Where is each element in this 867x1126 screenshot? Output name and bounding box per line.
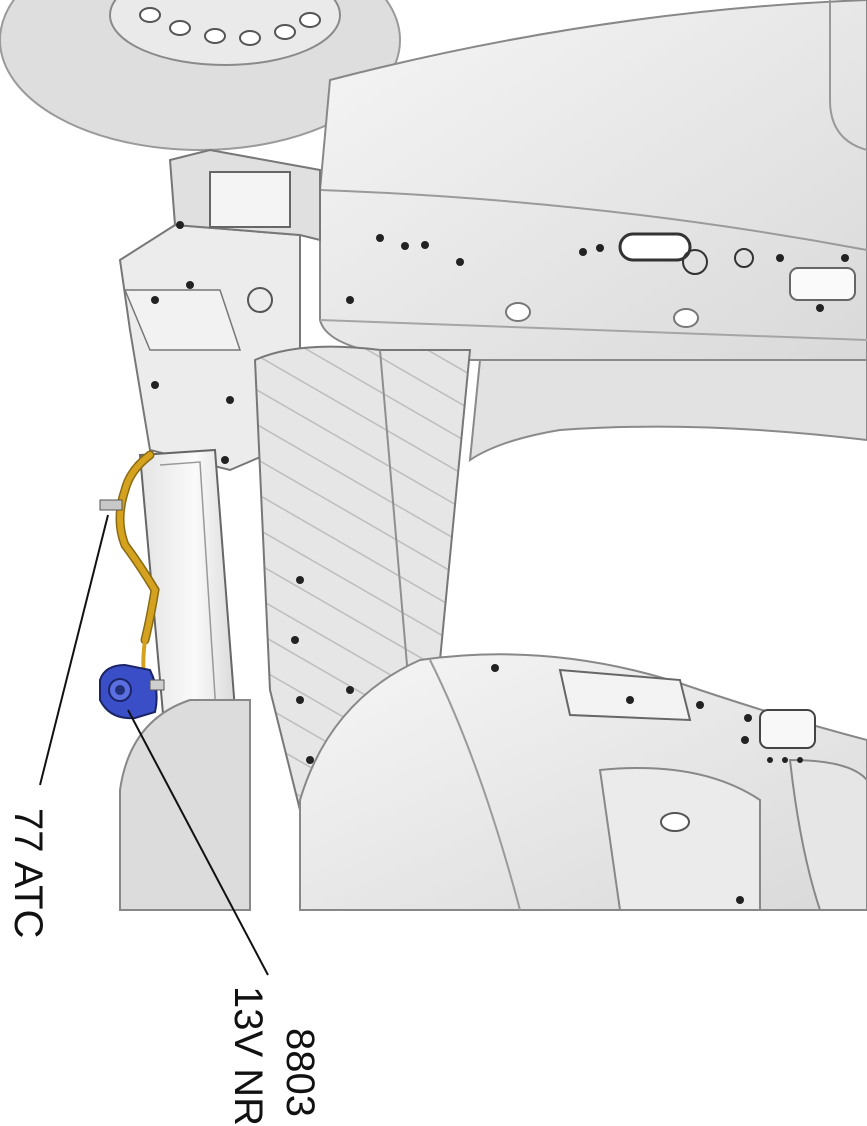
callout-atc: 77 ATC <box>6 808 50 939</box>
left-bracket <box>118 148 321 472</box>
upper-floor-panel <box>319 0 867 412</box>
spare-wheel <box>0 0 401 151</box>
harness-wire <box>117 452 159 643</box>
callout-connector-number: 8803 <box>278 1028 322 1117</box>
leader-line-connector <box>127 709 269 976</box>
connector-8803 <box>99 663 165 720</box>
ribbed-partition <box>253 345 472 812</box>
leader-line-atc <box>39 514 109 786</box>
lower-floor <box>119 653 867 911</box>
cross-member <box>468 359 867 463</box>
callout-connector-location: 13V NR <box>226 986 270 1126</box>
